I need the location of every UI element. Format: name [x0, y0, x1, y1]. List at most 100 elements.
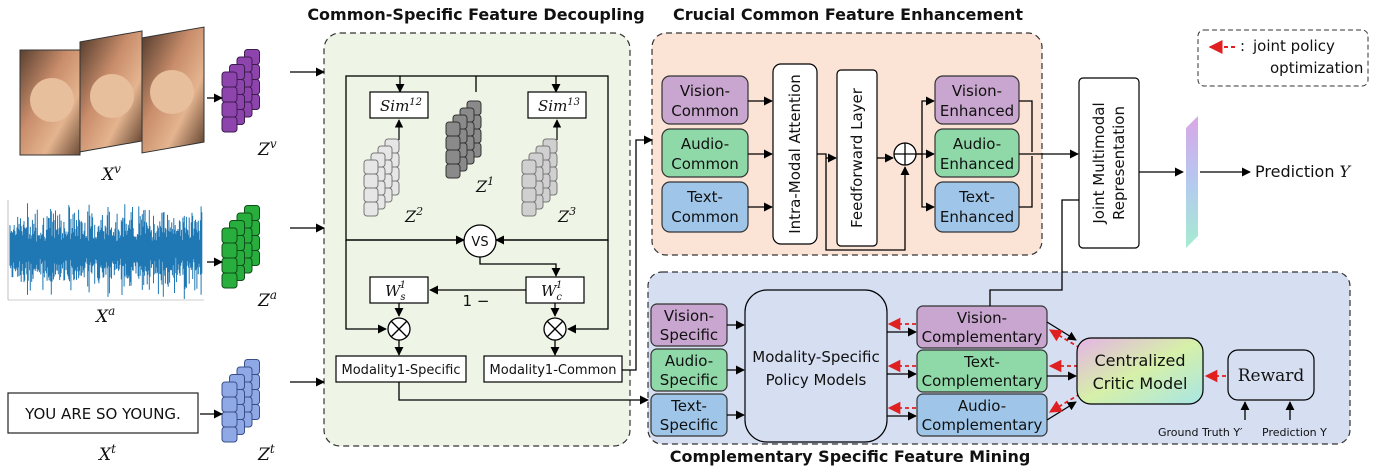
- svg-text:Vision-: Vision-: [952, 82, 1002, 100]
- svg-text:Common: Common: [671, 208, 739, 226]
- svg-text:Vision-: Vision-: [680, 82, 730, 100]
- z1-feature-stack: [445, 100, 482, 179]
- svg-text:Text-: Text-: [963, 353, 1000, 371]
- svg-text:Common: Common: [671, 102, 739, 120]
- prediction-small-label: Prediction Y: [1262, 426, 1327, 439]
- text-sample: YOU ARE SO YOUNG.: [24, 405, 181, 423]
- reward-box: [1227, 349, 1315, 401]
- enhancement-title: Crucial Common Feature Enhancement: [673, 5, 1023, 24]
- ws-box: [369, 276, 429, 304]
- feature-cell: [221, 426, 238, 443]
- svg-text::: :: [1240, 37, 1245, 55]
- feature-cell: [521, 187, 537, 203]
- one-minus-label: 1 −: [463, 292, 490, 310]
- modality1-specific-box: [335, 355, 467, 383]
- feature-cell: [363, 173, 379, 189]
- z3-label: Z3: [557, 205, 576, 226]
- modality1-common-box: [483, 355, 623, 383]
- feature-cell: [221, 396, 238, 413]
- wc-label: Wc1: [541, 280, 562, 303]
- vision-enhanced-box: [934, 75, 1020, 125]
- feature-cell: [521, 159, 537, 175]
- feature-cell: [221, 101, 238, 118]
- xt-label: Xt: [97, 442, 116, 465]
- svg-text:Common: Common: [671, 155, 739, 173]
- svg-text:Centralized: Centralized: [1094, 351, 1185, 370]
- svg-text:Critic Model: Critic Model: [1093, 374, 1188, 393]
- feature-cell: [221, 116, 238, 133]
- decoupling-title: Common-Specific Feature Decoupling: [307, 5, 644, 24]
- vision-input-frames: [19, 26, 205, 156]
- svg-text:Specific: Specific: [660, 416, 718, 434]
- zt-label: Zt: [257, 442, 275, 465]
- xv-label: Xv: [100, 162, 121, 185]
- feature-cell: [363, 201, 379, 217]
- mining-title: Complementary Specific Feature Mining: [670, 447, 1031, 466]
- z2-label: Z2: [404, 205, 423, 226]
- ws-label: Ws1: [385, 280, 406, 303]
- sim12-label: Sim12: [380, 97, 422, 115]
- feature-cell: [221, 257, 238, 274]
- svg-text:Modality-Specific: Modality-Specific: [752, 348, 879, 366]
- feature-cell: [221, 71, 238, 88]
- svg-text:Enhanced: Enhanced: [940, 102, 1014, 120]
- z1-label: Z1: [475, 175, 494, 196]
- svg-text:Text-: Text-: [686, 188, 723, 206]
- svg-text:Vision-: Vision-: [664, 307, 714, 325]
- svg-text:Joint Multimodal: Joint Multimodal: [1090, 102, 1108, 224]
- sim13-label: Sim13: [538, 97, 580, 115]
- feature-cell: [445, 163, 461, 179]
- feature-cell: [221, 227, 238, 244]
- multiply-specific-icon: [387, 317, 411, 341]
- critic-model-box: [1076, 337, 1204, 405]
- text-complementary-box: [916, 349, 1048, 393]
- svg-text:Specific: Specific: [660, 326, 718, 344]
- svg-text:Audio-: Audio-: [665, 352, 713, 370]
- audio-complementary-box: [916, 393, 1048, 437]
- feature-cell: [221, 86, 238, 103]
- zv-feature-stack: [221, 49, 260, 133]
- feature-cell: [221, 411, 238, 428]
- svg-text:Policy Models: Policy Models: [766, 371, 867, 389]
- svg-text:Text-: Text-: [670, 397, 707, 415]
- svg-text:Vision-: Vision-: [957, 309, 1007, 327]
- text-input-box: [7, 392, 199, 434]
- svg-text:Complementary: Complementary: [922, 372, 1043, 390]
- audio-common-box: [661, 128, 749, 178]
- modality1-common-label: Modality1-Common: [490, 363, 617, 378]
- xa-label: Xa: [94, 304, 115, 327]
- feature-cell: [221, 381, 238, 398]
- legend-line1: joint policy: [1252, 37, 1335, 55]
- audio-waveform: [7, 200, 204, 301]
- vision-complementary-box: [916, 305, 1048, 349]
- feature-cell: [445, 135, 461, 151]
- svg-text:Enhanced: Enhanced: [940, 208, 1014, 226]
- intra-modal-attention-label: Intra-Modal Attention: [786, 74, 804, 234]
- legend-line2: optimization: [1270, 59, 1363, 77]
- policy-models-box: [744, 289, 888, 443]
- z2-feature-stack: [363, 138, 400, 217]
- svg-text:Representation: Representation: [1110, 106, 1128, 220]
- feature-cell: [521, 201, 537, 217]
- z3-feature-stack: [521, 138, 558, 217]
- feature-cell: [221, 272, 238, 289]
- legend-box: [1197, 29, 1369, 87]
- svg-text:Audio-: Audio-: [681, 135, 729, 153]
- joint-vector-icon: [1186, 116, 1198, 248]
- sim13-box: [527, 91, 587, 119]
- za-label: Za: [257, 288, 277, 311]
- vs-label: VS: [471, 235, 488, 250]
- modality1-specific-label: Modality1-Specific: [342, 363, 461, 378]
- svg-text:Specific: Specific: [660, 371, 718, 389]
- zt-feature-stack: [221, 359, 260, 443]
- feature-cell: [221, 242, 238, 259]
- svg-text:Audio-: Audio-: [958, 397, 1006, 415]
- svg-text:Audio-: Audio-: [953, 135, 1001, 153]
- multiply-common-icon: [543, 317, 567, 341]
- ground-truth-label: Ground Truth Y′: [1158, 426, 1243, 439]
- joint-representation-box: [1078, 77, 1140, 249]
- vision-common-box: [661, 75, 749, 125]
- svg-text:Complementary: Complementary: [922, 328, 1043, 346]
- sim12-box: [369, 91, 429, 119]
